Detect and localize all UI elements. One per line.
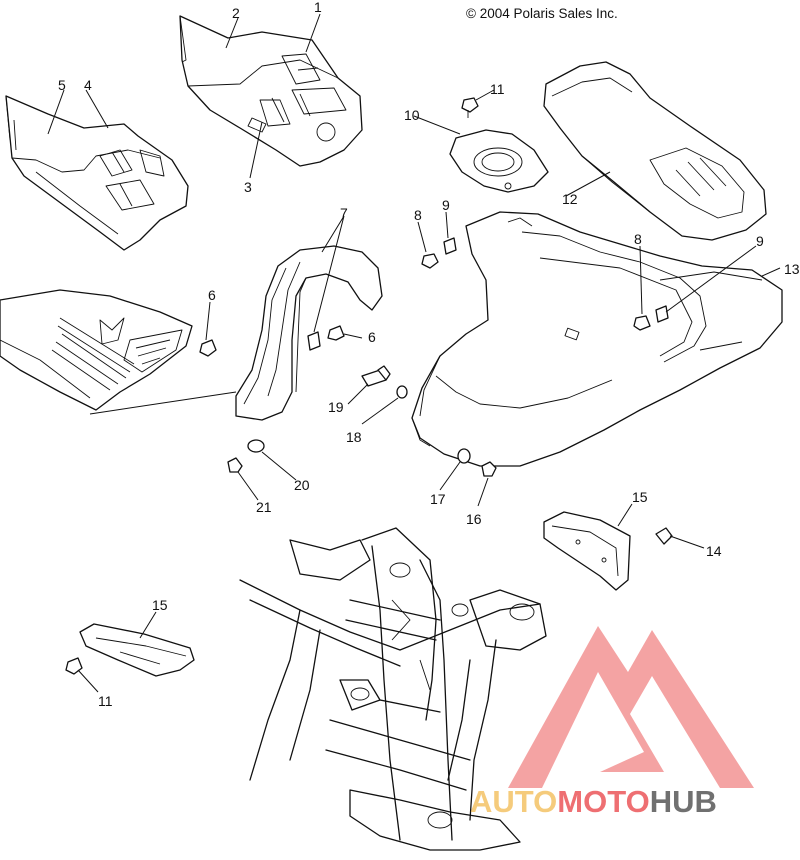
callout-9-left: 9 [442, 197, 450, 213]
callout-20: 20 [294, 477, 310, 493]
part-10-fuel-cap-surround [449, 129, 549, 193]
callout-6-right: 6 [368, 329, 376, 345]
callout-10: 10 [404, 107, 420, 123]
fastener-8-left [421, 253, 439, 269]
callout-8-left: 8 [414, 207, 422, 223]
callout-21: 21 [256, 499, 272, 515]
callout-9-right: 9 [756, 233, 764, 249]
part-15-bracket-right [543, 511, 631, 591]
pin-19 [361, 365, 391, 387]
watermark-moto: MOTO [557, 784, 649, 819]
washer-17 [457, 448, 471, 464]
screw-14 [655, 527, 673, 545]
callout-13: 13 [784, 261, 800, 277]
callout-1: 1 [314, 0, 322, 15]
callout-7: 7 [340, 205, 348, 221]
clip-9-right [655, 305, 669, 323]
clip-9-left [443, 237, 457, 255]
footrest-floorboard [0, 289, 193, 411]
fastener-6-left [199, 339, 217, 357]
part-15-panel-left [79, 623, 195, 677]
callout-15-right: 15 [632, 489, 648, 505]
callout-15-left: 15 [152, 597, 168, 613]
callout-11-top: 11 [490, 81, 505, 97]
watermark-hub: HUB [650, 784, 717, 819]
leader-lines [47, 13, 781, 693]
callout-14: 14 [706, 543, 722, 559]
fastener-6-right [327, 325, 345, 341]
callout-6-left: 6 [208, 287, 216, 303]
part-13-rear-fender-body [411, 211, 783, 467]
watermark-auto: AUTO [470, 784, 557, 819]
callout-11-bottom: 11 [98, 693, 113, 709]
callout-5: 5 [58, 77, 66, 93]
fastener-11-top [461, 97, 479, 118]
callout-19: 19 [328, 399, 344, 415]
callout-4: 4 [84, 77, 92, 93]
fastener-8-right [633, 315, 651, 331]
callout-8-right: 8 [634, 231, 642, 247]
watermark-text: AUTOMOTOHUB [470, 784, 717, 819]
clip-7 [307, 331, 321, 351]
copyright-text: © 2004 Polaris Sales Inc. [466, 6, 618, 21]
callout-16: 16 [466, 511, 482, 527]
part-2-footwell-panel [179, 15, 363, 167]
watermark-logo: AUTOMOTOHUB [470, 626, 754, 819]
callout-3: 3 [244, 179, 252, 195]
washer-18 [396, 385, 408, 399]
part-7-fender-flare [235, 245, 383, 421]
callout-17: 17 [430, 491, 446, 507]
callout-18: 18 [346, 429, 362, 445]
callout-2: 2 [232, 5, 240, 21]
callout-12: 12 [562, 191, 578, 207]
watermark-triangle-mark [508, 626, 754, 788]
nut-16 [481, 461, 497, 477]
frame-chassis [239, 527, 547, 851]
part-12-seat [543, 61, 767, 241]
washer-20 [247, 439, 265, 453]
part-5-footwell-panel [5, 95, 189, 251]
callout-labels: 1 2 3 4 5 6 6 7 8 9 10 11 12 13 8 9 19 1… [58, 0, 800, 709]
nut-21 [227, 457, 243, 473]
